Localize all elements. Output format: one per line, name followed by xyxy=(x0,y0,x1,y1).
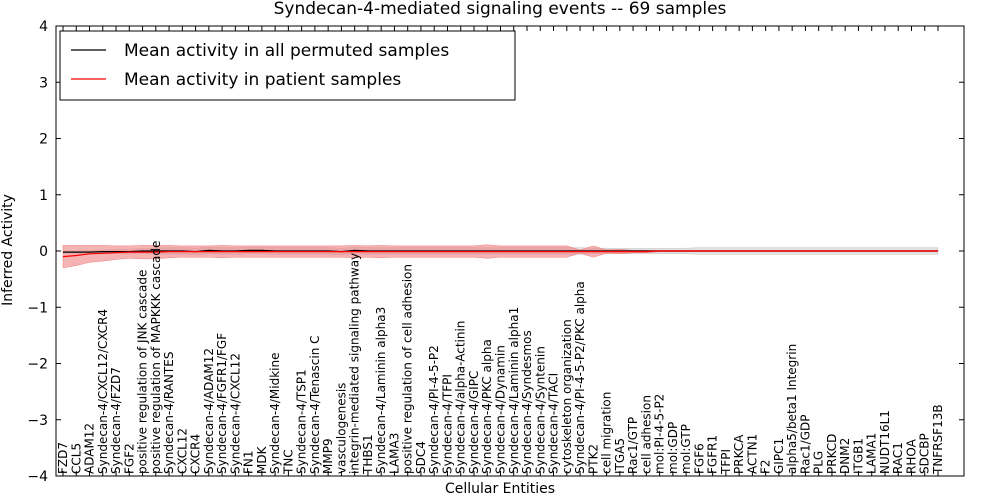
x-tick-label: cell migration xyxy=(600,392,614,474)
line-series-1 xyxy=(62,250,938,258)
y-axis-ticks: −4 −3 −2 −1 0 1 2 3 4 xyxy=(27,19,964,485)
x-tick-label: ITGA5 xyxy=(613,438,627,474)
x-tick-label: Syndecan-4/FZD7 xyxy=(109,367,123,474)
x-tick-label: Syndecan-4/alpha-Actinin xyxy=(454,321,468,474)
x-tick-label: Syndecan-4/ADAM12 xyxy=(202,348,216,474)
x-tick-label: Rac1/GDP xyxy=(798,415,812,474)
x-tick-label: F2 xyxy=(759,459,773,474)
x-tick-label: Syndecan-4/Dynamin xyxy=(494,345,508,474)
x-tick-label: Syndecan-4/CXCL12 xyxy=(228,353,242,474)
y-tick-label: 0 xyxy=(39,244,48,260)
x-tick-label: TFPI xyxy=(719,449,733,475)
x-tick-label: Syndecan-4/CXCL12/CXCR4 xyxy=(96,309,110,474)
x-tick-label: CCL5 xyxy=(69,443,83,474)
x-tick-label: FGF6 xyxy=(692,443,706,474)
x-tick-label: Syndecan-4/TFPI xyxy=(441,374,455,474)
legend-label-patient: Mean activity in patient samples xyxy=(124,70,401,90)
y-tick-label: 1 xyxy=(39,188,48,204)
x-tick-label: Syndecan-4/TSP1 xyxy=(295,369,309,474)
x-tick-label: mol:GDP xyxy=(666,422,680,474)
x-tick-label: TNFRSF13B xyxy=(931,404,945,475)
x-tick-label: Syndecan-4/Laminin alpha1 xyxy=(507,307,521,474)
x-tick-label: ITGB1 xyxy=(852,438,866,474)
x-tick-label: CXCR4 xyxy=(189,434,203,474)
x-tick-label: FN1 xyxy=(242,450,256,474)
x-tick-label: Syndecan-4/Midkine xyxy=(268,353,282,474)
y-tick-label: 2 xyxy=(39,132,48,148)
x-tick-label: Syndecan-4/FGFR1/FGF xyxy=(215,333,229,474)
x-tick-label: integrin-mediated signaling pathway xyxy=(348,253,362,474)
x-tick-label: FZD7 xyxy=(56,442,70,474)
x-tick-label: Syndecan-4/Laminin alpha3 xyxy=(374,307,388,474)
legend: Mean activity in all permuted samples Me… xyxy=(59,30,516,101)
y-tick-label: −1 xyxy=(27,300,48,316)
x-tick-label: Syndecan-4/PI-4-5-P2 xyxy=(427,345,441,474)
x-tick-label: Syndecan-4/Syndesmos xyxy=(520,330,534,474)
x-tick-label: Syndecan-4/GIPC xyxy=(467,371,481,474)
legend-box xyxy=(59,30,516,101)
x-tick-label: PTK2 xyxy=(586,444,600,474)
x-tick-label: RHOA xyxy=(905,438,919,474)
x-tick-label: FGF2 xyxy=(122,443,136,474)
y-tick-label: −4 xyxy=(27,469,48,485)
x-tick-label: PLG xyxy=(812,451,826,474)
x-tick-label: Syndecan-4/RANTES xyxy=(162,352,176,474)
x-tick-label: vasculogenesis xyxy=(334,383,348,474)
chart-title: Syndecan-4-mediated signaling events -- … xyxy=(274,0,727,19)
x-tick-label: mol:PI-4-5-P2 xyxy=(653,394,667,474)
x-tick-label: LAMA3 xyxy=(387,433,401,474)
y-tick-label: 3 xyxy=(39,75,48,91)
legend-label-permuted: Mean activity in all permuted samples xyxy=(124,41,449,61)
x-tick-label: Syndecan-4/PKC alpha xyxy=(480,339,494,474)
x-tick-label: Syndecan-4/Tenascin C xyxy=(308,335,322,474)
x-tick-label: LAMA1 xyxy=(865,433,879,474)
x-tick-label: PRKCA xyxy=(732,434,746,474)
x-tick-label: TNC xyxy=(281,449,295,475)
x-tick-label: NUDT16L1 xyxy=(878,410,892,474)
x-tick-label: positive regulation of cell adhesion xyxy=(401,264,415,474)
x-tick-label: cytoskeleton organization xyxy=(560,319,574,474)
x-tick-label: MDK xyxy=(255,445,269,474)
x-tick-label: Syndecan-4/PI-4-5-P2/PKC alpha xyxy=(573,281,587,474)
x-tick-label: mol:GTP xyxy=(679,424,693,474)
x-tick-label: GIPC1 xyxy=(772,438,786,474)
confidence-bands xyxy=(62,244,939,269)
x-tick-label: Syndecan-4/TACI xyxy=(547,373,561,474)
x-tick-label: DNM2 xyxy=(838,438,852,474)
x-tick-label: RAC1 xyxy=(891,442,905,474)
x-tick-label: FGFR1 xyxy=(706,435,720,474)
x-tick-label: alpha5/beta1 Integrin xyxy=(785,344,799,474)
x-tick-label: MMP9 xyxy=(321,438,335,474)
y-axis-label: Inferred Activity xyxy=(0,194,16,306)
x-tick-label: cell adhesion xyxy=(639,395,653,474)
y-tick-label: 4 xyxy=(39,19,48,35)
x-tick-label: PRKCD xyxy=(825,434,839,474)
series-lines xyxy=(62,249,938,258)
x-tick-label: positive regulation of MAPKKK cascade xyxy=(149,241,163,474)
x-axis-label: Cellular Entities xyxy=(445,481,555,497)
y-tick-label: −3 xyxy=(27,413,48,429)
x-tick-label: Rac1/GTP xyxy=(626,417,640,474)
x-tick-label: Syndecan-4/Syntenin xyxy=(533,346,547,474)
x-tick-label: THBS1 xyxy=(361,434,375,475)
x-tick-label: CXCL12 xyxy=(175,428,189,474)
x-tick-label: ACTN1 xyxy=(745,434,759,474)
x-tick-label: positive regulation of JNK cascade xyxy=(136,270,150,474)
y-tick-label: −2 xyxy=(27,357,48,373)
x-tick-label: ADAM12 xyxy=(83,423,97,474)
x-tick-label: SDC4 xyxy=(414,441,428,474)
x-tick-label: SDCBP xyxy=(918,433,932,474)
